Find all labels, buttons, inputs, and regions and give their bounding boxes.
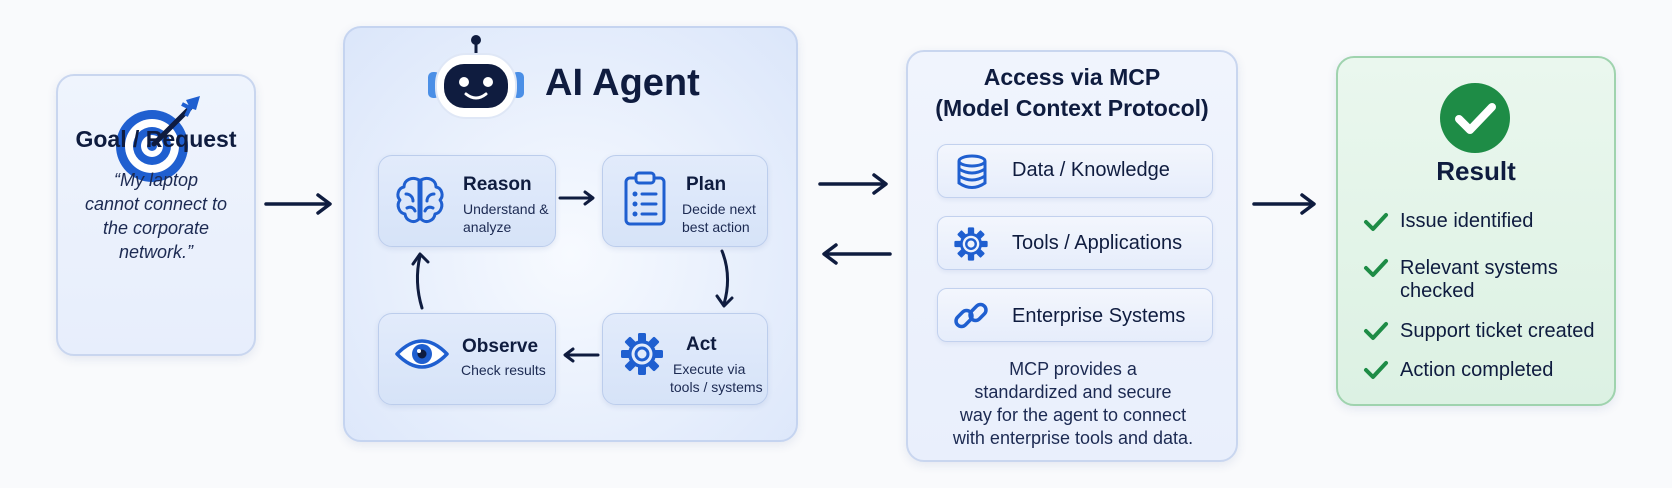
goal-quote-line: “My laptop [113,170,199,190]
step-act-desc: Execute via tools / systems [670,360,763,396]
result-item-line: Support ticket created [1400,320,1595,342]
arrow-down-icon [715,249,734,308]
arrow-right-icon [264,193,332,215]
gear-icon [621,333,663,375]
mcp-description: MCP provides a standardized and secure w… [920,358,1226,450]
result-item-line: Relevant systems [1400,257,1558,279]
mcp-title-line: (Model Context Protocol) [935,95,1209,121]
mcp-title-line: Access via MCP [983,64,1161,90]
result-item: Support ticket created [1400,320,1610,343]
arrow-up-icon [411,252,430,310]
check-icon [1364,361,1388,379]
clipboard-icon [624,171,666,226]
agent-title: AI Agent [545,62,700,104]
step-reason-desc-line: analyze [463,219,512,235]
result-title: Result [1436,156,1516,186]
mcp-item-label: Enterprise Systems [1012,305,1186,327]
goal-quote-line: cannot connect to [84,194,228,214]
step-plan-desc-line: Decide next [682,201,756,217]
mcp-item-label: Data / Knowledge [1012,159,1170,181]
result-item-line: checked [1400,280,1475,302]
robot-icon [428,35,524,119]
step-observe-title: Observe [462,336,539,357]
arrow-right-icon [818,173,888,195]
mcp-desc-line: way for the agent to connect [959,405,1187,425]
result-item: Relevant systems checked [1400,257,1610,303]
step-act-title: Act [686,334,717,355]
result-item: Action completed [1400,359,1610,382]
brain-icon [396,176,444,223]
result-item-line: Action completed [1400,359,1554,381]
database-icon [957,154,987,189]
step-act-desc-line: tools / systems [670,379,763,395]
mcp-desc-line: MCP provides a [1009,359,1137,379]
step-plan-card [602,155,768,247]
mcp-desc-line: standardized and secure [974,382,1172,402]
eye-icon [395,339,449,369]
goal-quote-line: network.” [118,242,194,262]
mcp-item-label: Tools / Applications [1012,232,1183,254]
check-icon [1364,322,1388,340]
step-reason-title: Reason [463,174,532,195]
goal-title: Goal / Request [75,126,237,152]
arrow-left-icon [563,347,600,363]
step-reason-desc-line: Understand & [463,201,549,217]
check-icon [1364,259,1388,277]
step-reason-desc: Understand & analyze [463,200,549,236]
arrow-right-icon [558,190,595,206]
goal-quote: “My laptop cannot connect to the corpora… [66,168,246,264]
goal-quote-line: the corporate [102,218,210,238]
link-icon [954,302,988,329]
step-plan-title: Plan [686,174,727,195]
gear-icon [954,227,988,261]
step-observe-desc: Check results [461,361,546,379]
check-icon [1364,213,1388,231]
step-plan-desc: Decide next best action [682,200,756,236]
mcp-desc-line: with enterprise tools and data. [952,428,1194,448]
arrow-right-icon [1252,193,1316,215]
result-item: Issue identified [1400,210,1610,233]
check-circle-icon [1440,83,1510,153]
step-observe-desc-line: Check results [461,362,546,378]
step-act-desc-line: Execute via [673,361,746,377]
result-item-line: Issue identified [1400,210,1534,232]
mcp-title: Access via MCP (Model Context Protocol) [906,62,1238,124]
step-reason-card [378,155,556,247]
arrow-left-icon [822,243,892,265]
target-icon [116,96,200,182]
step-plan-desc-line: best action [682,219,750,235]
